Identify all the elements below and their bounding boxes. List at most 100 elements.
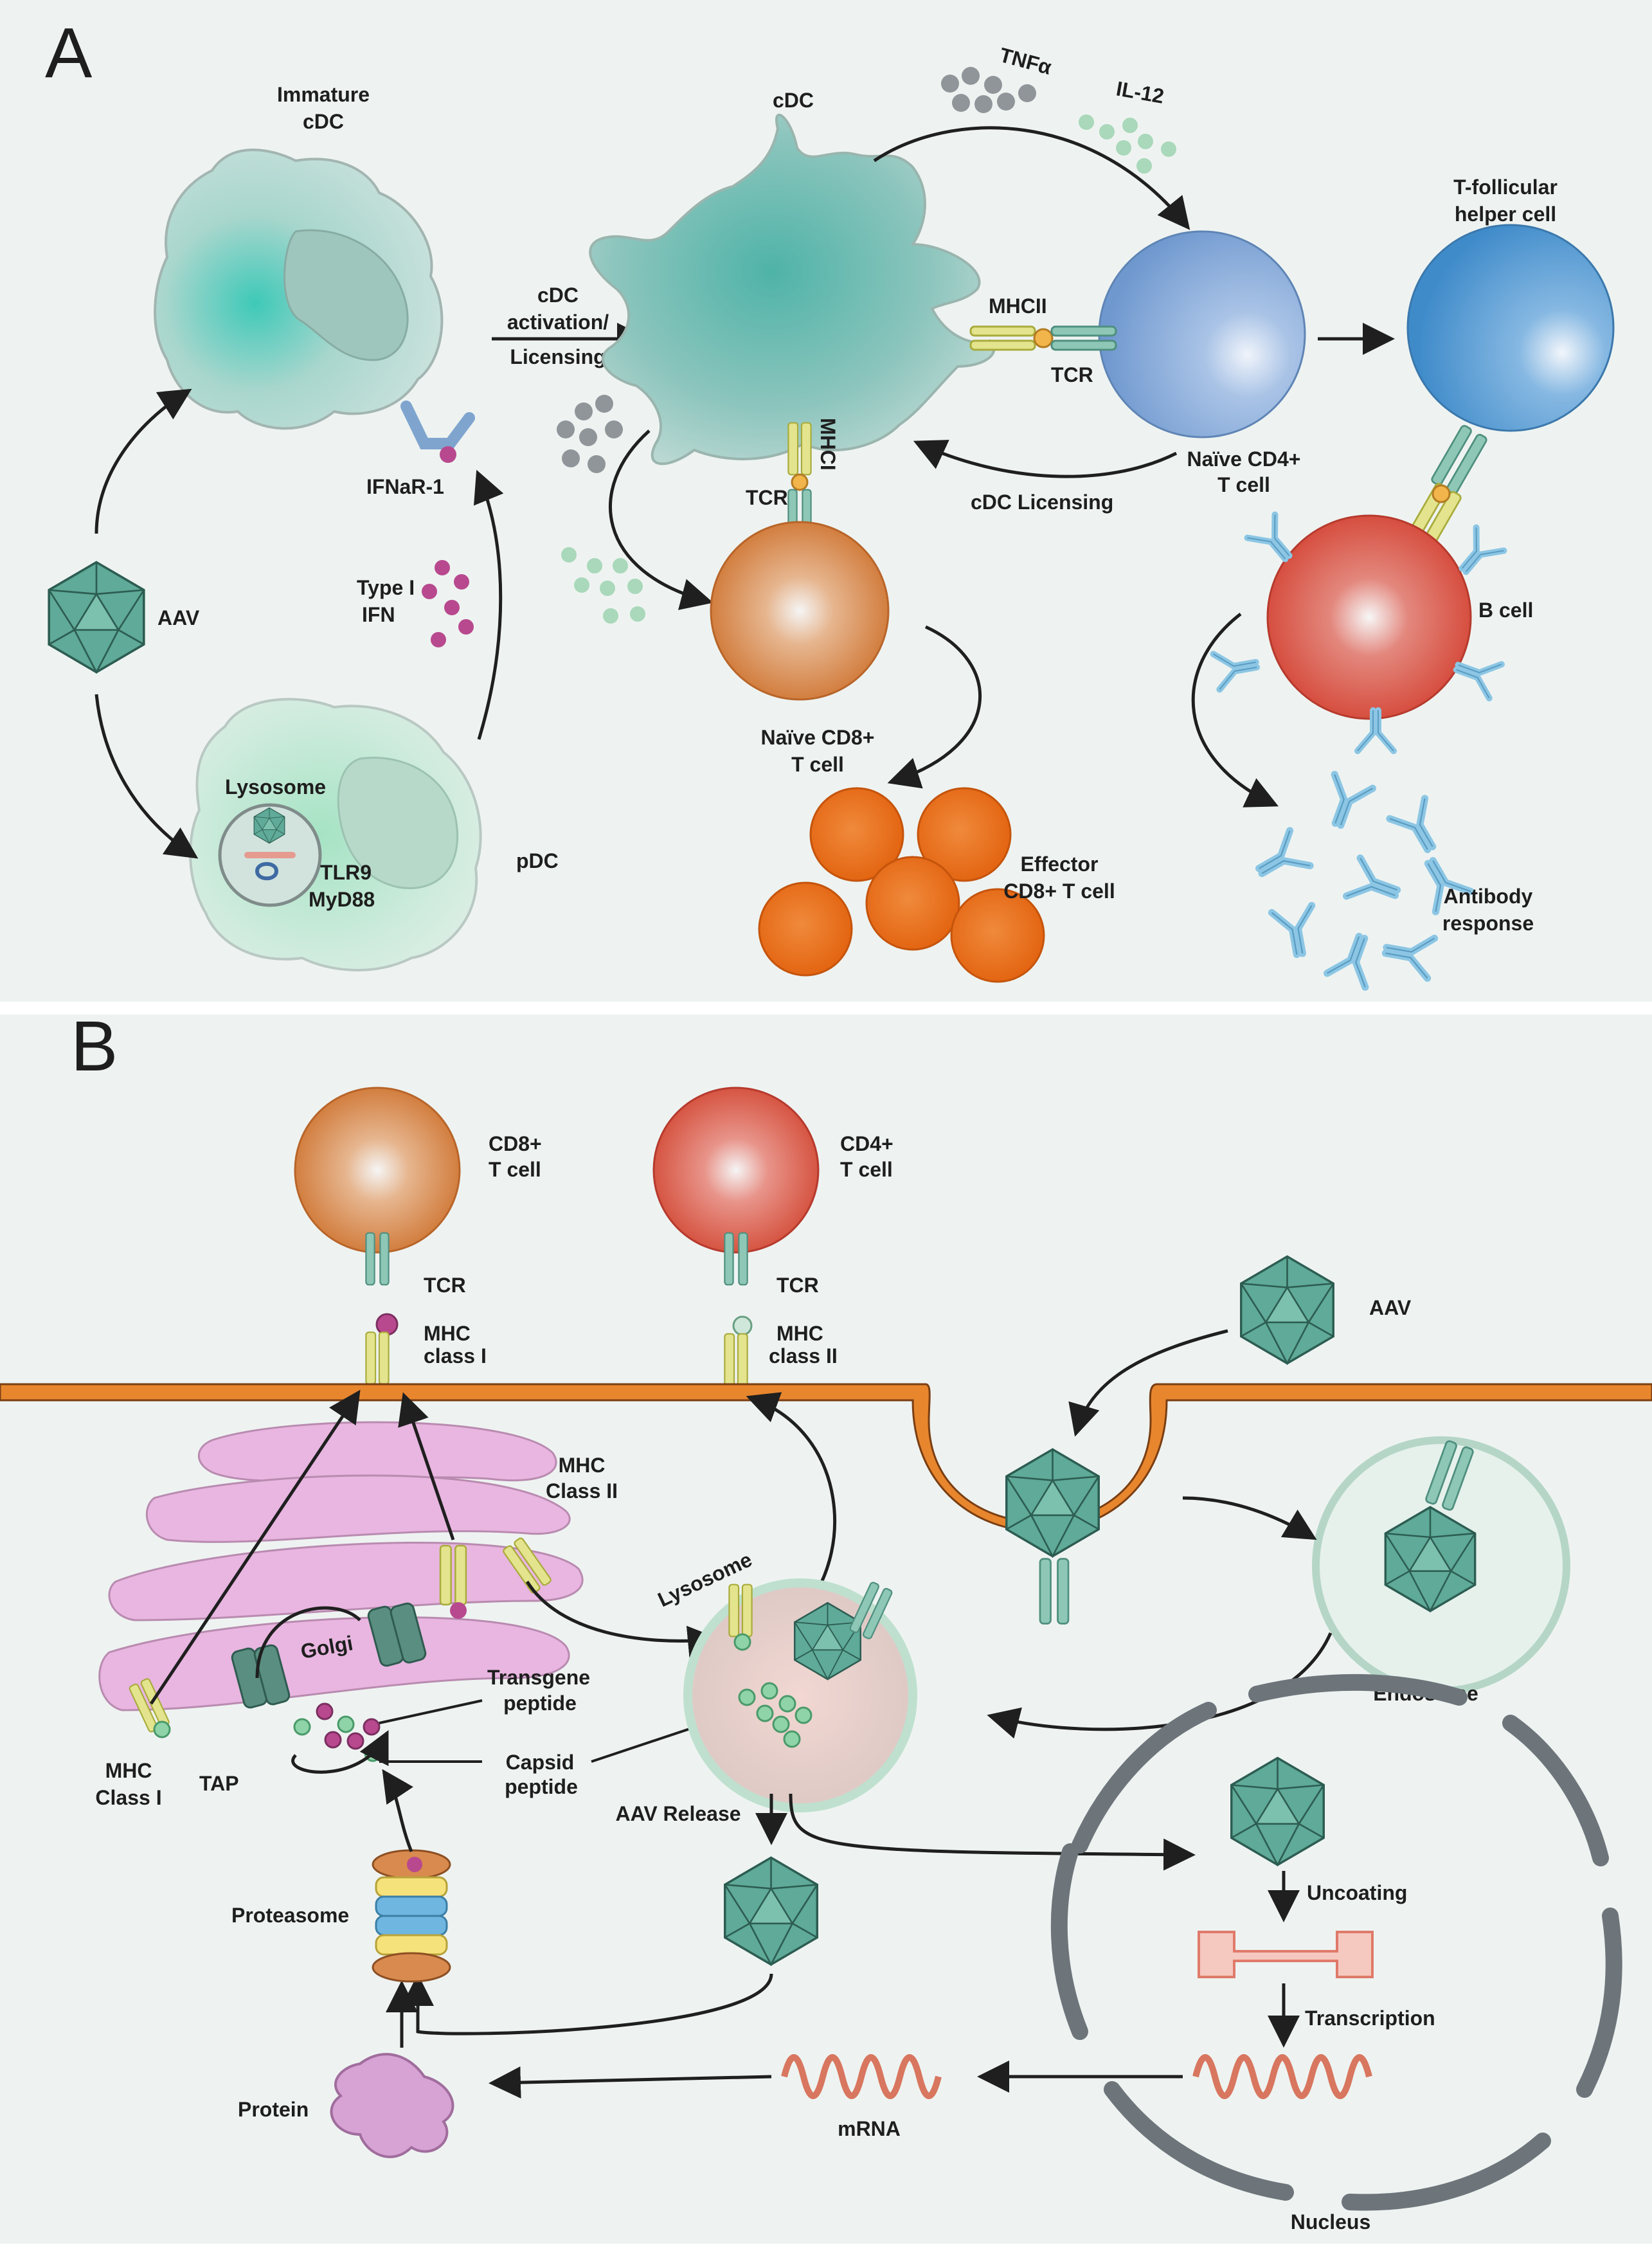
arrow-membrane-to-endosome — [1182, 1496, 1317, 1540]
mhc1-label-2: class I — [424, 1344, 487, 1367]
tap-transporters — [231, 1602, 427, 1709]
cd4-t-cell-b — [652, 1087, 820, 1254]
transgene-label-1: Transgene — [487, 1666, 590, 1689]
il12-particles-2 — [561, 547, 645, 624]
arrow-pdc-to-ifnar — [473, 469, 504, 740]
tcr-mhc-i-complex-b — [364, 1232, 399, 1385]
activation-label-1: cDC — [537, 284, 579, 307]
tnfa-particles-2 — [557, 395, 623, 473]
aav-label-a: AAV — [157, 606, 200, 629]
naive-cd8-label-1: Naïve CD8+ — [761, 726, 875, 749]
antibody-label-1: Antibody — [1444, 885, 1533, 908]
mhc2-class-label-2: Class II — [546, 1479, 618, 1503]
tcr-right-label: TCR — [777, 1274, 819, 1297]
type-i-ifn-label-2: IFN — [362, 603, 395, 626]
effector-cd8-cells — [758, 787, 1045, 983]
arrow-mhc-ii-to-lysosome — [525, 1580, 720, 1658]
naive-cd4-t-cell — [1098, 230, 1306, 438]
cdc-label: cDC — [773, 89, 814, 112]
arrow-released-aav-to-proteasome — [402, 1973, 773, 2035]
arrow-aav-to-pdc — [94, 694, 199, 859]
panel-a-letter: A — [45, 14, 93, 93]
arrow-b-cell-to-antibody — [1191, 613, 1279, 808]
effector-label-2: CD8+ T cell — [1003, 880, 1115, 903]
type-i-ifn-particles — [422, 560, 474, 647]
mrna-in-nucleus — [1192, 2054, 1372, 2099]
mhc1-label-1: MHC — [424, 1322, 471, 1345]
arrow-mhc-i-to-membrane-2 — [398, 1392, 455, 1540]
mhc1-class-label-1: MHC — [105, 1759, 152, 1782]
mhc2-label-1: MHC — [777, 1322, 823, 1345]
activation-label-3: Licensing — [510, 345, 606, 368]
b-cell — [1266, 514, 1472, 720]
mhcii-tcr-complex-a — [969, 325, 1117, 351]
mhc2-class-label-1: MHC — [559, 1454, 606, 1477]
effector-label-1: Effector — [1021, 853, 1099, 876]
tcr-cd4-label-a: TCR — [1051, 363, 1093, 386]
antibody-label-2: response — [1442, 912, 1534, 935]
pdc-label: pDC — [516, 849, 559, 872]
tcr-cd8-label-a: TCR — [746, 486, 788, 509]
b-cell-label: B cell — [1478, 599, 1533, 622]
lysosome-label-a: Lysosome — [225, 775, 326, 799]
arrow-aav-to-immature-cdc — [94, 388, 192, 534]
transgene-label-2: peptide — [503, 1692, 577, 1715]
plasma-membrane — [0, 1383, 1652, 1533]
cd8-t-cell-b — [294, 1087, 461, 1254]
capsid-label-2: peptide — [505, 1775, 578, 1798]
peptide-loaded-mhc-i — [450, 1602, 467, 1619]
arrow-cd8-to-effector — [887, 625, 982, 789]
arrow-mhc-i-to-membrane-1 — [149, 1389, 361, 1705]
arrow-cytokines-to-cd8 — [609, 429, 714, 610]
arrow-proteasome-to-peptides — [382, 1769, 413, 1852]
mhc1-class-label-2: Class I — [95, 1786, 161, 1809]
tnfa-particles — [941, 67, 1036, 113]
arrow-tap-transport — [255, 1606, 386, 1774]
aav-release-label: AAV Release — [615, 1802, 741, 1825]
ifnar-receptor — [400, 401, 475, 463]
nucleus-label: Nucleus — [1291, 2210, 1370, 2233]
mhc-class-i-peptide — [153, 1720, 171, 1738]
naive-cd4-label-2: T cell — [1217, 473, 1270, 496]
mhci-label-a: MHCI — [816, 418, 839, 471]
mrna-label: mRNA — [838, 2117, 901, 2140]
cd8-label-1: CD8+ — [489, 1132, 542, 1155]
naive-cd4-label-1: Naïve CD4+ — [1187, 447, 1301, 471]
proteasome — [372, 1849, 451, 1983]
naive-cd8-t-cell — [710, 521, 890, 701]
tap-label: TAP — [199, 1772, 239, 1795]
uncoating-label: Uncoating — [1307, 1881, 1407, 1904]
immature-cdc-label-2: cDC — [303, 110, 344, 133]
panel-b-letter: B — [71, 1007, 118, 1086]
il12-particles — [1079, 114, 1176, 174]
arrow-cytokines-to-cd4 — [873, 126, 1190, 230]
tfh-label-2: helper cell — [1455, 203, 1556, 226]
capsid-peptides-lysosome — [738, 1682, 813, 1748]
mature-cdc-cell — [589, 113, 996, 465]
lysosome-peptide — [733, 1633, 751, 1651]
tlr9-icon — [255, 862, 279, 881]
immature-cdc-cell — [154, 149, 444, 430]
immature-cdc-nucleus — [283, 229, 409, 361]
proteasome-label: Proteasome — [231, 1904, 349, 1927]
t-follicular-helper-cell — [1406, 224, 1615, 432]
tcr-mhc-ii-complex-b — [724, 1232, 753, 1387]
cd4-label-1: CD4+ — [840, 1132, 893, 1155]
mrna-cytoplasm — [781, 2054, 942, 2099]
nucleus — [1050, 1674, 1622, 2211]
tfh-b-cell-synapse — [1404, 423, 1489, 554]
myd88-label: MyD88 — [309, 888, 375, 911]
mhci-tcr-complex-a — [787, 422, 812, 543]
pdc-lysosome — [218, 803, 322, 907]
naive-cd8-label-2: T cell — [791, 753, 844, 776]
capsid-label-1: Capsid — [506, 1751, 575, 1774]
arrow-aav-to-membrane — [1068, 1329, 1228, 1437]
cd4-label-2: T cell — [840, 1158, 893, 1181]
tlr9-label: TLR9 — [320, 861, 372, 884]
activation-label-2: activation/ — [507, 311, 609, 334]
aav-top-label: AAV — [1369, 1296, 1412, 1319]
tcr-left-label: TCR — [424, 1274, 466, 1297]
cdc-licensing-label: cDC Licensing — [971, 491, 1113, 514]
